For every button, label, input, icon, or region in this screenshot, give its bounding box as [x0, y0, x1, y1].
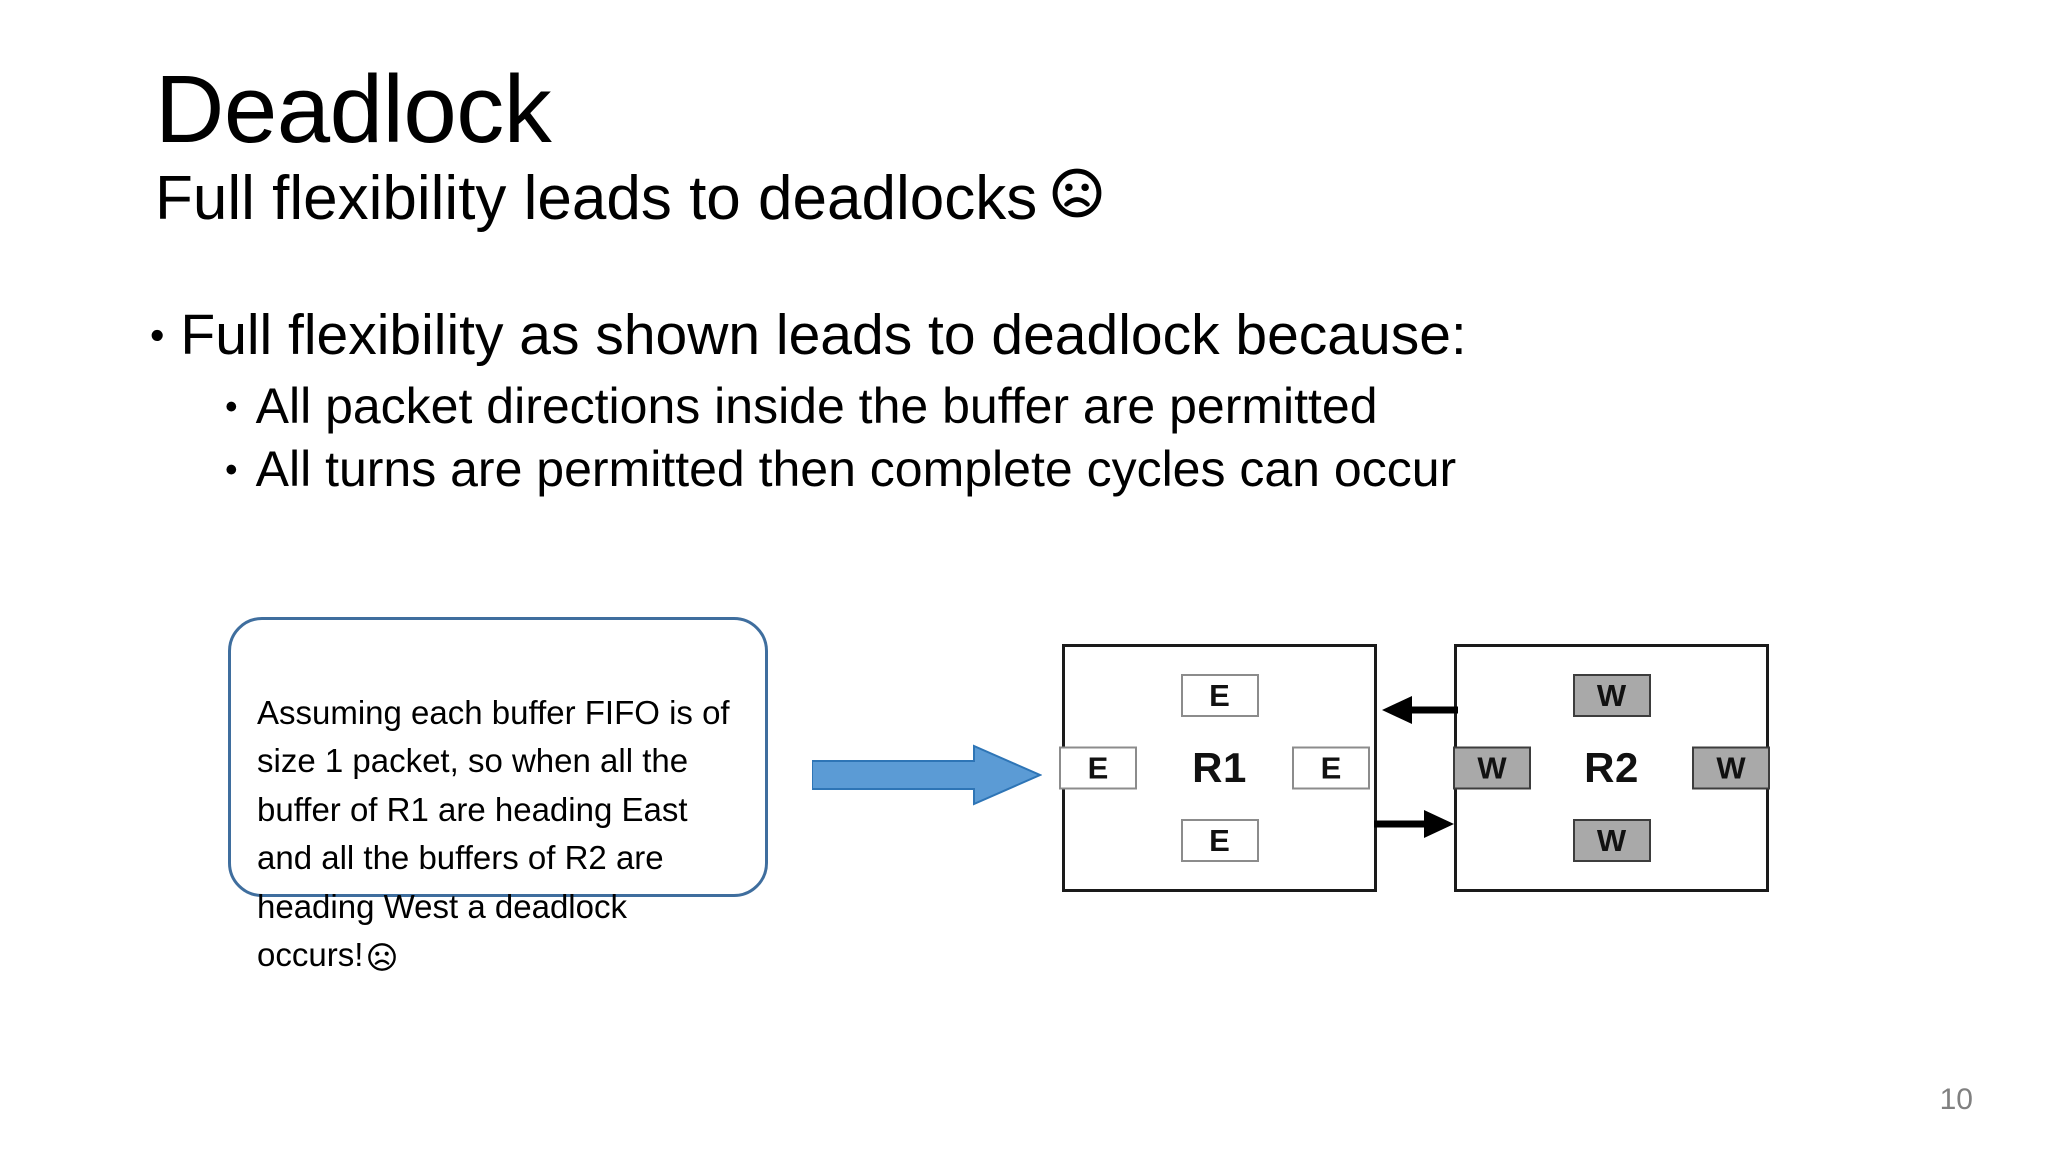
bullet-item-3: • All turns are permitted then complete … [225, 440, 1910, 499]
bullet-item-1: • Full flexibility as shown leads to dea… [150, 302, 1910, 369]
page-number: 10 [1939, 1083, 1973, 1116]
link-arrow-left-icon [1382, 696, 1458, 724]
router-r1-port-left: E [1059, 746, 1137, 790]
router-r2-port-right: W [1692, 746, 1770, 790]
router-r2-port-bottom: W [1572, 819, 1651, 862]
router-r1-port-top: E [1180, 674, 1259, 717]
bullet-item-2: • All packet directions inside the buffe… [225, 377, 1910, 436]
bullet-list: • Full flexibility as shown leads to dea… [150, 302, 1910, 503]
router-r1-port-bottom: E [1180, 819, 1259, 862]
bullet-marker-icon: • [225, 385, 238, 427]
bullet-text: Full flexibility as shown leads to deadl… [180, 303, 1467, 367]
bullet-marker-icon: • [225, 448, 238, 490]
bullet-marker-icon: • [150, 312, 165, 359]
title-block: Deadlock Full flexibility leads to deadl… [155, 62, 1855, 233]
page-subtitle: Full flexibility leads to deadlocks [155, 164, 1855, 233]
callout-text: Assuming each buffer FIFO is of size 1 p… [257, 693, 730, 974]
page-title: Deadlock [155, 56, 552, 163]
page-subtitle-text: Full flexibility leads to deadlocks [155, 164, 1038, 233]
router-r2-port-left: W [1453, 746, 1531, 790]
router-link-diagram: E E R1 E E W W R2 W W [1059, 644, 1770, 894]
router-r1-label: R1 [1192, 744, 1247, 791]
callout-text-block: Assuming each buffer FIFO is of size 1 p… [257, 640, 739, 985]
bullet-text: All packet directions inside the buffer … [255, 378, 1378, 435]
router-r2-port-top: W [1572, 674, 1651, 717]
blue-right-arrow-icon [811, 744, 1043, 806]
router-r2: W W R2 W W [1453, 644, 1770, 892]
callout-box: Assuming each buffer FIFO is of size 1 p… [228, 617, 768, 973]
link-arrow-right-icon [1374, 810, 1454, 838]
sad-face-icon [367, 937, 397, 986]
router-r1-port-right: E [1292, 746, 1370, 790]
sad-face-icon [1051, 164, 1103, 233]
bullet-text: All turns are permitted then complete cy… [255, 441, 1457, 498]
router-r2-label: R2 [1584, 744, 1639, 791]
router-r1: E E R1 E E [1059, 644, 1377, 892]
